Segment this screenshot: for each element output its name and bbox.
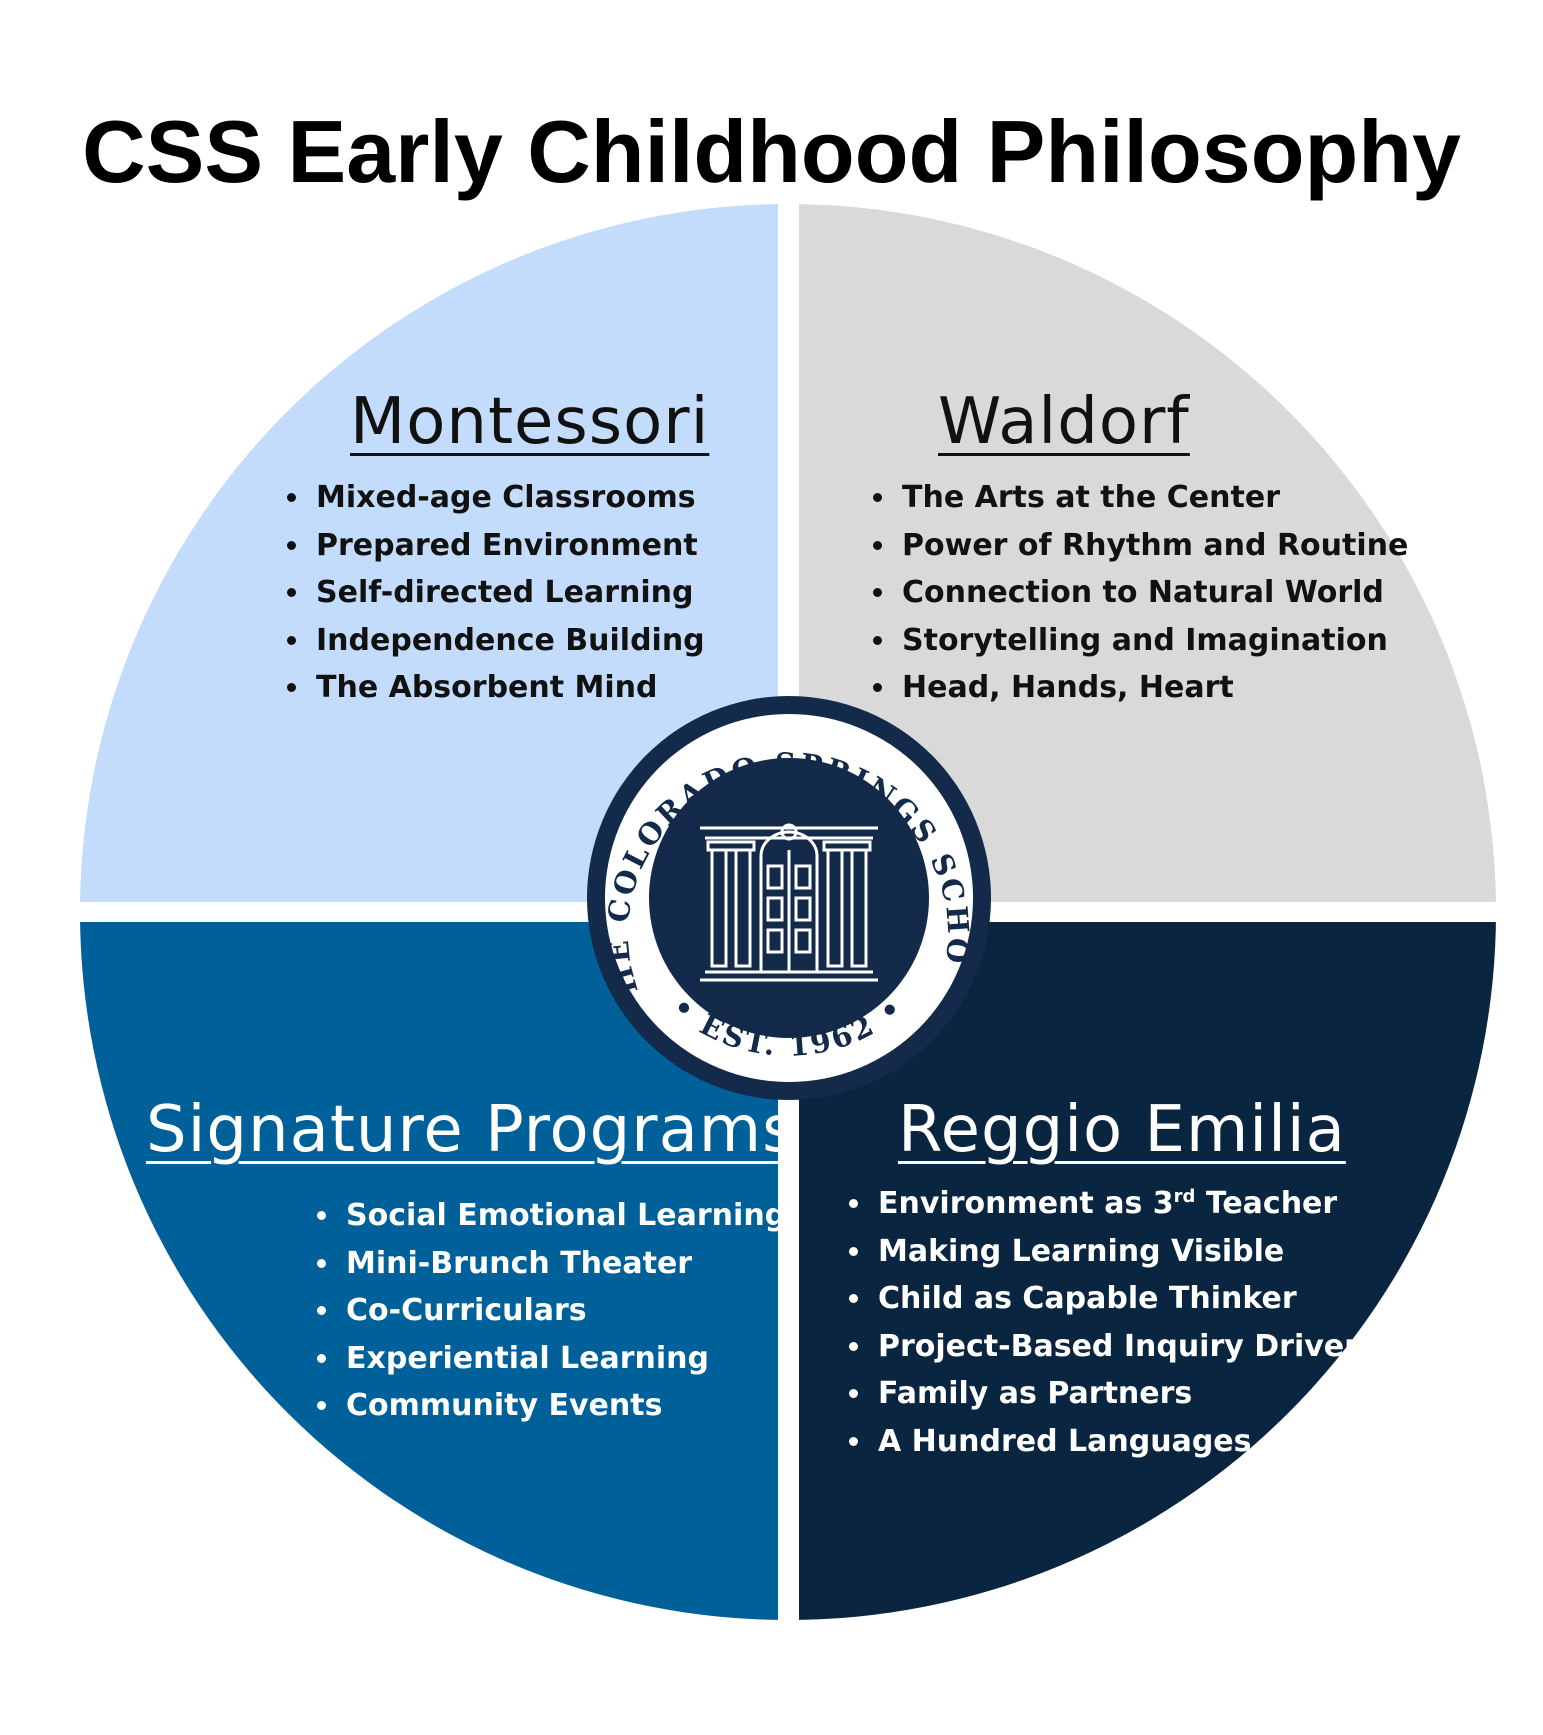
list-item: Self-directed Learning [312,569,705,617]
ordinal-suffix: rd [1173,1186,1196,1207]
list-item: Experiential Learning [342,1335,786,1383]
list-item: Community Events [342,1382,786,1430]
list-item: Child as Capable Thinker [874,1275,1366,1323]
list-item: Mini-Brunch Theater [342,1240,786,1288]
montessori-list: Mixed-age Classrooms Prepared Environmen… [276,474,705,712]
list-item: Co-Curriculars [342,1287,786,1335]
list-item-text: Environment as 3 [878,1186,1174,1221]
list-item: Power of Rhythm and Routine [898,522,1408,570]
waldorf-list: The Arts at the Center Power of Rhythm a… [862,474,1408,712]
reggio-list: Environment as 3rd Teacher Making Learni… [838,1180,1366,1465]
list-item: The Arts at the Center [898,474,1408,522]
list-item: Social Emotional Learning [342,1192,786,1240]
montessori-heading: Montessori [350,385,710,459]
list-item: A Hundred Languages [874,1418,1366,1466]
signature-list: Social Emotional Learning Mini-Brunch Th… [306,1192,786,1430]
list-item: Connection to Natural World [898,569,1408,617]
list-item-text: Teacher [1195,1186,1338,1221]
list-item: Environment as 3rd Teacher [874,1180,1366,1228]
list-item: Head, Hands, Heart [898,664,1408,712]
page-title: CSS Early Childhood Philosophy [82,102,1461,201]
list-item: Mixed-age Classrooms [312,474,705,522]
waldorf-heading: Waldorf [938,385,1190,459]
building-icon [700,823,878,982]
list-item: Making Learning Visible [874,1228,1366,1276]
reggio-heading: Reggio Emilia [898,1093,1346,1167]
list-item: Project-Based Inquiry Driven [874,1323,1366,1371]
list-item: Storytelling and Imagination [898,617,1408,665]
list-item: Prepared Environment [312,522,705,570]
list-item: Independence Building [312,617,705,665]
list-item: Family as Partners [874,1370,1366,1418]
list-item: The Absorbent Mind [312,664,705,712]
signature-heading: Signature Programs [146,1093,797,1167]
